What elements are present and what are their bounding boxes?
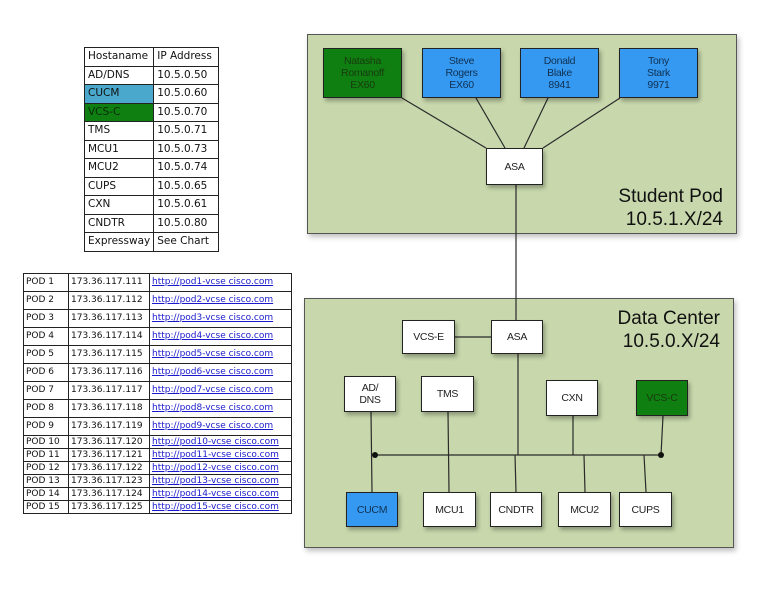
link-tony-asa xyxy=(542,97,621,149)
cucm-node[interactable]: CUCM xyxy=(346,492,398,527)
pod-url-cell: http://pod15-vcse cisco.com xyxy=(149,500,292,514)
data-center-title: Data Center xyxy=(617,308,720,329)
ip-address-cell: 10.5.0.65 xyxy=(153,176,220,196)
link-bus-cndtr xyxy=(514,454,517,493)
cxn-node[interactable]: CXN xyxy=(546,380,598,416)
cups-node[interactable]: CUPS xyxy=(619,492,672,527)
hostname-cell: MCU1 xyxy=(83,139,155,159)
link-natasha-asa xyxy=(401,97,487,149)
student-pod-subnet: 10.5.1.X/24 xyxy=(625,209,723,230)
hostname-cell: Expressway xyxy=(83,232,155,252)
student-asa-firewall[interactable]: ASA xyxy=(486,148,543,185)
hostname-cell: CUPS xyxy=(83,176,155,196)
ip-address-cell: 10.5.0.70 xyxy=(153,102,220,122)
ip-address-cell: See Chart xyxy=(153,232,220,252)
vcs-e-node[interactable]: VCS-E xyxy=(402,320,455,354)
pod-url-link[interactable]: http://pod9-vcse cisco.com xyxy=(152,421,274,431)
data-center-label: Data Center 10.5.0.X/24 xyxy=(618,307,720,353)
link-vcsc-bus xyxy=(660,415,664,456)
link-addns-bus xyxy=(370,411,373,493)
data-center-subnet: 10.5.0.X/24 xyxy=(622,331,720,352)
hostname-cell: VCS-C xyxy=(83,102,155,122)
hostname-cell: TMS xyxy=(83,121,155,141)
link-bus-mcu2 xyxy=(583,454,586,493)
student-pod-title: Student Pod xyxy=(618,186,723,207)
student-pod-label: Student Pod 10.5.1.X/24 xyxy=(618,185,723,231)
ip-address-cell: 10.5.0.80 xyxy=(153,213,220,233)
pod-url-link[interactable]: http://pod12-vcse cisco.com xyxy=(152,463,279,473)
endpoint-natasha-romanoff[interactable]: Natasha Romanoff EX60 xyxy=(323,48,402,98)
mcu2-node[interactable]: MCU2 xyxy=(558,492,611,527)
pod-url-link[interactable]: http://pod2-vcse cisco.com xyxy=(152,295,274,305)
pod-url-link[interactable]: http://pod15-vcse cisco.com xyxy=(152,502,279,512)
link-tms-bus xyxy=(447,411,450,493)
ip-address-cell: 10.5.0.73 xyxy=(153,139,220,159)
link-bus-cups xyxy=(643,454,647,493)
endpoint-donald-blake[interactable]: Donald Blake 8941 xyxy=(520,48,599,98)
pod-url-link[interactable]: http://pod7-vcse cisco.com xyxy=(152,385,274,395)
ip-address-cell: 10.5.0.74 xyxy=(153,158,220,178)
pod-url-link[interactable]: http://pod13-vcse cisco.com xyxy=(152,476,279,486)
pod-url-link[interactable]: http://pod3-vcse cisco.com xyxy=(152,313,274,323)
endpoint-steve-rogers[interactable]: Steve Rogers EX60 xyxy=(422,48,501,98)
link-donald-asa xyxy=(523,97,549,149)
pod-url-link[interactable]: http://pod6-vcse cisco.com xyxy=(152,367,274,377)
bus-junction-left xyxy=(372,452,378,458)
pod-url-link[interactable]: http://pod11-vcse cisco.com xyxy=(152,450,279,460)
tms-node[interactable]: TMS xyxy=(421,376,474,412)
pod-url-link[interactable]: http://pod8-vcse cisco.com xyxy=(152,403,274,413)
pod-url-cell: http://pod6-vcse cisco.com xyxy=(149,363,292,382)
pod-url-link[interactable]: http://pod14-vcse cisco.com xyxy=(152,489,279,499)
link-steve-asa xyxy=(475,97,506,149)
mcu1-node[interactable]: MCU1 xyxy=(423,492,476,527)
hostname-cell: CUCM xyxy=(83,84,155,104)
ip-address-cell: 10.5.0.60 xyxy=(153,84,220,104)
hostname-cell: CXN xyxy=(83,195,155,215)
ip-address-cell: 10.5.0.71 xyxy=(153,121,220,141)
vcs-c-node[interactable]: VCS-C xyxy=(636,380,688,416)
bus-junction-right xyxy=(658,452,664,458)
cndtr-node[interactable]: CNDTR xyxy=(490,492,542,527)
pod-url-link[interactable]: http://pod1-vcse cisco.com xyxy=(152,277,274,287)
hostname-cell: MCU2 xyxy=(83,158,155,178)
dc-asa-firewall[interactable]: ASA xyxy=(491,320,543,354)
hostname-cell: CNDTR xyxy=(83,213,155,233)
pod-url-link[interactable]: http://pod10-vcse cisco.com xyxy=(152,437,279,447)
endpoint-tony-stark[interactable]: Tony Stark 9971 xyxy=(619,48,698,98)
ip-address-cell: 10.5.0.61 xyxy=(153,195,220,215)
pod-url-link[interactable]: http://pod5-vcse cisco.com xyxy=(152,349,274,359)
pod-url-link[interactable]: http://pod4-vcse cisco.com xyxy=(152,331,274,341)
ad-dns-node[interactable]: AD/ DNS xyxy=(344,376,396,412)
